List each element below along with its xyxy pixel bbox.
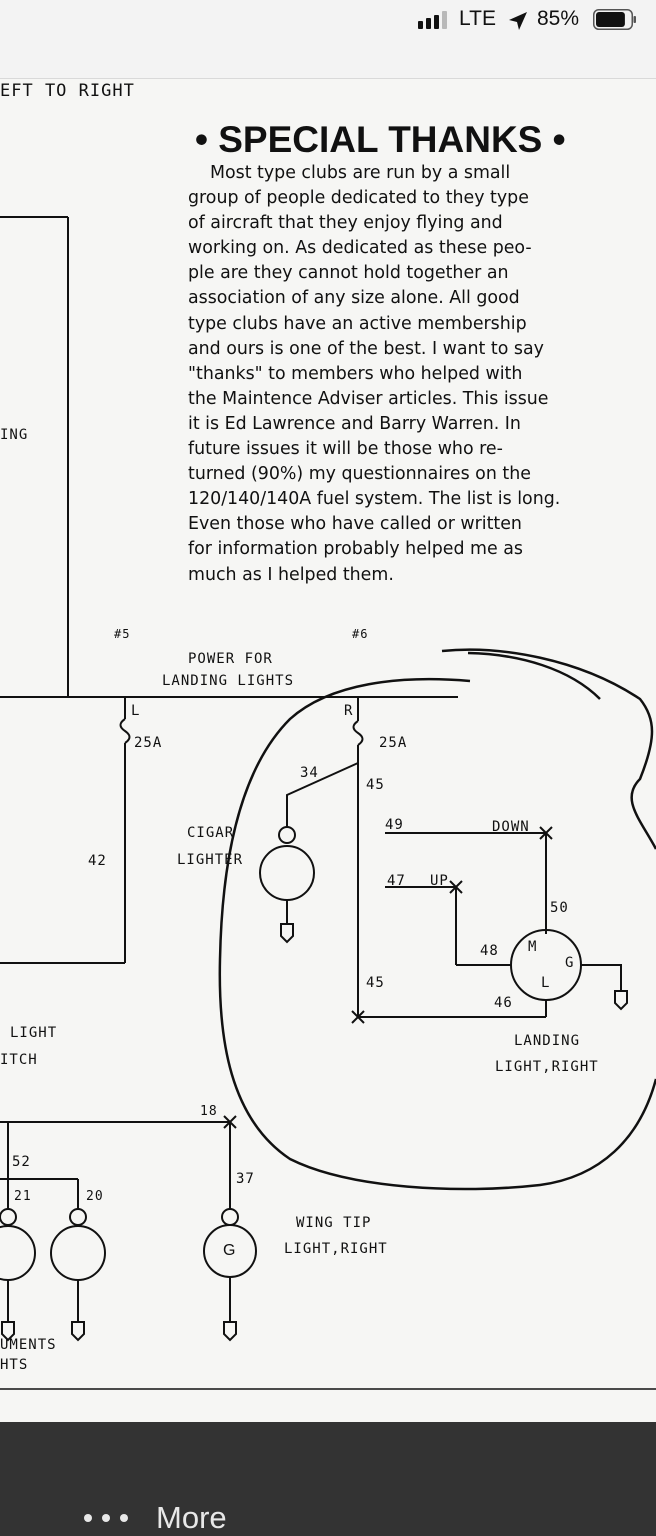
article-line: type clubs have an active membership (188, 313, 527, 334)
scanned-document-page: • SPECIAL THANKS • Most type clubs are r… (0, 78, 656, 1423)
down-label: DOWN (492, 819, 530, 835)
wire-45-bottom-label: 45 (366, 975, 385, 991)
motor-g-label: G (565, 955, 575, 971)
article-line: and ours is one of the best. I want to s… (188, 338, 544, 359)
light-switch-label-2: ITCH (0, 1052, 38, 1068)
wire-50-label: 50 (550, 900, 569, 916)
more-label: More (156, 1500, 227, 1535)
bus-6-label: #6 (352, 627, 369, 641)
wire-42-label: 42 (88, 853, 107, 869)
breaker-l-label: L (131, 703, 141, 719)
wing-tip-label: WING TIP (296, 1215, 372, 1231)
lighter-label: LIGHTER (177, 852, 244, 868)
left-edge-label: ING (0, 427, 29, 443)
wing-tip-light-right-label: LIGHT,RIGHT (284, 1241, 388, 1257)
instruments-lights-label: HTS (0, 1357, 29, 1373)
status-bar: LTE 85% (0, 0, 656, 42)
article-line: turned (90%) my questionnaires on the (188, 464, 531, 485)
article-line: Even those who have called or written (188, 514, 522, 535)
article-line: "thanks" to members who helped with (188, 363, 523, 384)
wire-20-label: 20 (86, 1189, 104, 1204)
article-line: it is Ed Lawrence and Barry Warren. In (188, 413, 521, 434)
instruments-label: UMENTS (0, 1337, 57, 1353)
article-line: group of people dedicated to they type (188, 188, 529, 209)
bus-5-label: #5 (114, 627, 131, 641)
up-label: UP (430, 873, 449, 889)
power-for-label: POWER FOR (188, 651, 273, 667)
article-line: for information probably helped me as (188, 539, 523, 560)
wire-48-label: 48 (480, 943, 499, 959)
breaker-r-rating: 25A (379, 735, 408, 751)
wire-21-label: 21 (14, 1189, 32, 1204)
motor-m-label: M (528, 939, 538, 955)
location-arrow-icon (509, 12, 527, 30)
article-line: much as I helped them. (188, 564, 394, 585)
battery-icon (593, 9, 636, 30)
wire-47-label: 47 (387, 873, 406, 889)
carrier-label: LTE (459, 7, 496, 30)
diagram-heading: EFT TO RIGHT (0, 81, 135, 101)
landing-light-label: LANDING (514, 1033, 581, 1049)
article-line: of aircraft that they enjoy flying and (188, 213, 503, 234)
breaker-l-rating: 25A (134, 735, 163, 751)
motor-l-label: L (541, 975, 551, 991)
article-line: association of any size alone. All good (188, 288, 520, 309)
article-line: ple are they cannot hold together an (188, 263, 509, 284)
wire-46-label: 46 (494, 995, 513, 1011)
wingtip-g-label: G (223, 1242, 237, 1259)
signal-bars-icon (418, 11, 447, 29)
more-dots-icon (84, 1514, 128, 1522)
article-line: working on. As dedicated as these peo- (188, 238, 532, 259)
article-title: • SPECIAL THANKS • (195, 119, 566, 160)
article-line: Most type clubs are run by a small (210, 163, 511, 183)
more-button[interactable]: More (70, 1482, 270, 1535)
hand-drawn-circle-annotation (218, 648, 656, 1191)
wire-37-label: 37 (236, 1171, 255, 1187)
wire-18-label: 18 (200, 1104, 218, 1119)
wiring-diagram (0, 216, 656, 1390)
light-switch-label-1: LIGHT (10, 1025, 58, 1041)
landing-lights-label: LANDING LIGHTS (162, 673, 295, 689)
wire-52-label: 52 (12, 1154, 31, 1170)
landing-light-right-label: LIGHT,RIGHT (495, 1059, 599, 1075)
wire-49-label: 49 (385, 817, 404, 833)
article-line: future issues it will be those who re- (188, 439, 503, 460)
battery-percent: 85% (537, 7, 580, 30)
article-body: Most type clubs are run by a small group… (188, 161, 622, 588)
breaker-r-label: R (344, 703, 354, 719)
wire-34-label: 34 (300, 765, 319, 781)
article-line: the Maintence Adviser articles. This iss… (188, 388, 549, 409)
bottom-toolbar: More (0, 1422, 656, 1536)
wire-45-top-label: 45 (366, 777, 385, 793)
cigar-label: CIGAR (187, 825, 235, 841)
article-line: 120/140/140A fuel system. The list is lo… (188, 489, 561, 510)
